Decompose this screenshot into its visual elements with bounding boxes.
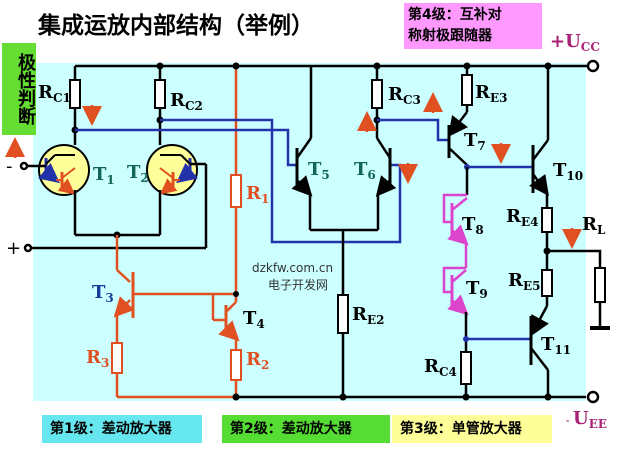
label-t2: T2 xyxy=(127,162,149,185)
resistor-rc3 xyxy=(371,79,383,109)
stage1-label: 第1级：差动放大器 xyxy=(42,415,202,443)
input-inverting-label: - xyxy=(6,156,13,177)
vee-prefix: - xyxy=(566,415,569,425)
label-t5: T5 xyxy=(308,159,330,182)
resistor-rc4 xyxy=(460,351,472,385)
label-re4: RE4 xyxy=(506,206,538,229)
label-t3: T3 xyxy=(92,282,114,305)
resistor-re2 xyxy=(337,294,349,334)
input-noninverting-label: + xyxy=(6,238,21,259)
stage1-circuit xyxy=(19,62,208,253)
transistor-t2 xyxy=(146,144,198,196)
label-t1: T1 xyxy=(93,164,115,187)
vcc-label: +UCC xyxy=(550,31,600,54)
label-rc4: RC4 xyxy=(424,356,457,379)
label-re5: RE5 xyxy=(508,270,540,293)
page-title: 集成运放内部结构（举例） xyxy=(38,13,314,39)
polarity-label: 极性判断 xyxy=(2,43,36,135)
label-t7: T7 xyxy=(464,130,486,153)
resistor-rc2 xyxy=(154,79,166,109)
label-rl: RL xyxy=(582,214,606,237)
label-r2: R2 xyxy=(246,349,269,372)
transistor-t10 xyxy=(529,139,549,197)
vcc-rail xyxy=(75,59,600,73)
label-t6: T6 xyxy=(354,159,376,182)
resistor-r2 xyxy=(230,349,242,381)
stage2-label: 第2级：差动放大器 xyxy=(222,415,390,443)
stage4-line1: 第4级：互补对 xyxy=(408,7,502,23)
transistor-t8 xyxy=(442,193,469,268)
label-rc2: RC2 xyxy=(170,90,203,113)
stage2-circuit xyxy=(75,62,448,401)
transistor-t11 xyxy=(529,305,549,371)
circuit-background xyxy=(33,63,586,401)
stage3-label: 第3级：单管放大器 xyxy=(392,415,552,443)
watermark-name: 电子开发网 xyxy=(268,277,328,292)
input-inverting-terminal xyxy=(19,161,29,171)
resistor-r3 xyxy=(111,342,123,374)
stage4-line2: 称射极跟随器 xyxy=(408,28,492,44)
label-t11: T11 xyxy=(541,334,571,357)
label-t9: T9 xyxy=(466,278,488,301)
stage4-label: 第4级：互补对 称射极跟随器 xyxy=(404,3,542,49)
label-r3: R3 xyxy=(86,347,109,370)
transistor-t7 xyxy=(447,111,469,166)
vee-label: UEE xyxy=(573,408,607,431)
polarity-arrows xyxy=(4,92,582,249)
transistor-t9 xyxy=(442,266,469,316)
component-labels: RC1 RC2 RC3 RE3 T1 T2 T5 T6 T7 T8 T9 T10… xyxy=(6,31,607,431)
label-re2: RE2 xyxy=(352,304,384,327)
bias-network xyxy=(111,62,242,401)
resistor-r1 xyxy=(230,174,242,208)
transistor-t5 xyxy=(291,66,313,230)
label-rc3: RC3 xyxy=(388,84,421,107)
resistor-rc1 xyxy=(69,79,81,109)
stage4-circuit xyxy=(529,62,610,401)
label-t8: T8 xyxy=(462,214,484,237)
watermark-url: dzkfw.com.cn xyxy=(252,261,333,275)
resistor-re5 xyxy=(541,269,553,297)
label-t10: T10 xyxy=(553,160,583,183)
label-r1: R1 xyxy=(246,183,269,206)
transistor-t1 xyxy=(38,144,90,196)
label-t4: T4 xyxy=(243,308,265,331)
resistor-re3 xyxy=(461,74,473,106)
resistor-rl xyxy=(594,267,606,303)
transistor-t6 xyxy=(375,118,397,230)
resistor-re4 xyxy=(541,207,553,233)
label-rc1: RC1 xyxy=(38,82,71,105)
stage3-circuit xyxy=(442,62,532,401)
vee-rail xyxy=(238,390,600,404)
label-re3: RE3 xyxy=(475,82,507,105)
input-noninverting-terminal xyxy=(23,243,33,253)
